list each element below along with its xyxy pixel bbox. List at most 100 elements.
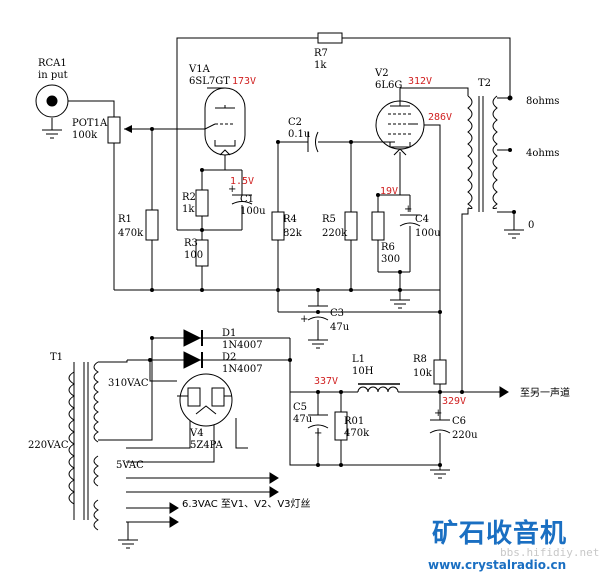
capacitor-c5 — [307, 414, 329, 429]
label-c5-name: C5 — [293, 402, 307, 413]
voltage-rect-out: 337V — [314, 376, 338, 387]
label-pot-name: POT1A — [72, 118, 108, 129]
label-r3-val: 100 — [184, 250, 203, 261]
voltage-v2-screen: 286V — [428, 112, 452, 123]
label-r2-val: 1k — [182, 204, 195, 215]
watermark-url: www.crystalradio.cn — [428, 558, 567, 572]
label-c6-name: C6 — [452, 416, 466, 427]
label-c1-val: 100u — [240, 206, 266, 217]
polarity-c1: + — [228, 184, 236, 195]
rca-input-jack — [35, 84, 69, 118]
label-v2-name: V2 — [374, 68, 389, 79]
polarity-c6: + — [434, 408, 442, 419]
label-tap-0: 0 — [528, 220, 534, 231]
resistor-r2 — [195, 189, 209, 217]
label-r5-val: 220k — [322, 228, 348, 239]
watermark-site: bbs.hifidiy.net — [500, 546, 600, 559]
label-tap-8: 8ohms — [526, 96, 559, 107]
label-v1-name: V1A — [188, 64, 211, 75]
resistor-r6 — [371, 211, 385, 241]
voltage-v2-plate: 312V — [408, 76, 432, 87]
label-r6-val: 300 — [381, 254, 400, 265]
label-d1-name: D1 — [222, 328, 236, 339]
label-c2-name: C2 — [288, 117, 302, 128]
label-r4-name: R4 — [283, 214, 297, 225]
label-r8-val: 10k — [413, 368, 433, 379]
capacitor-c3 — [307, 305, 329, 321]
label-r7-name: R7 — [314, 48, 328, 59]
tube-v1a — [204, 87, 246, 156]
choke-l1 — [357, 383, 400, 393]
label-r1-name: R1 — [118, 214, 132, 225]
capacitor-c6 — [429, 419, 451, 434]
heater-arrows — [169, 386, 509, 528]
label-r8-name: R8 — [413, 354, 427, 365]
label-d1-type: 1N4007 — [222, 340, 263, 351]
power-transformer-t1 — [68, 360, 128, 531]
resistor-r7 — [317, 32, 343, 44]
label-sec-hv: 310VAC — [108, 378, 149, 389]
resistor-r5 — [344, 211, 358, 241]
label-r3-name: R3 — [184, 238, 198, 249]
label-sec-5v: 5VAC — [116, 460, 144, 471]
label-tap-4: 4ohms — [526, 148, 559, 159]
polarity-c3: + — [300, 314, 308, 325]
label-r1-val: 470k — [118, 228, 144, 239]
label-r5-name: R5 — [322, 214, 336, 225]
junction-dots — [148, 96, 516, 467]
resistor-r3 — [195, 239, 209, 267]
capacitor-c2 — [307, 131, 319, 153]
voltage-v2-cathode: 19V — [380, 186, 398, 197]
ground-symbols — [42, 129, 524, 549]
label-v4-type: 5Z4PA — [190, 440, 223, 451]
label-r7-val: 1k — [314, 60, 327, 71]
wires — [51, 37, 515, 540]
label-c4-name: C4 — [415, 214, 429, 225]
label-c3-name: C3 — [330, 308, 344, 319]
tube-v2 — [375, 98, 425, 156]
capacitor-c4 — [399, 214, 421, 227]
label-l1-name: L1 — [352, 354, 365, 365]
capacitor-c1 — [231, 194, 253, 205]
label-l1-val: 10H — [352, 366, 374, 377]
resistor-r01 — [334, 411, 348, 441]
voltage-v1-plate: 173V — [232, 76, 256, 87]
label-r01-val: 470k — [344, 428, 370, 439]
diode-d1 — [183, 329, 210, 347]
resistor-r8 — [433, 359, 447, 385]
label-r4-val: 82k — [283, 228, 303, 239]
label-c4-val: 100u — [415, 228, 441, 239]
label-v2-type: 6L6G — [375, 80, 402, 91]
resistor-r4 — [271, 211, 285, 241]
label-rca-sub: in put — [38, 70, 68, 81]
label-d2-name: D2 — [222, 352, 236, 363]
label-d2-type: 1N4007 — [222, 364, 263, 375]
label-r01-name: R01 — [344, 416, 364, 427]
label-v1-type: 6SL7GT — [189, 76, 230, 87]
resistor-r1 — [145, 209, 159, 241]
label-c6-val: 220u — [452, 430, 478, 441]
label-c2-val: 0.1u — [288, 129, 311, 140]
polarity-c4: + — [404, 204, 412, 215]
label-c3-val: 47u — [330, 322, 350, 333]
label-t2-name: T2 — [478, 78, 491, 89]
label-r2-name: R2 — [182, 192, 196, 203]
label-t1-name: T1 — [50, 352, 63, 363]
diode-d2 — [183, 351, 210, 369]
rectifier-tube-v4 — [177, 373, 233, 427]
voltage-v1-cathode: 1.5V — [230, 176, 254, 187]
polarity-c5: + — [314, 428, 322, 439]
label-c5-val: 47u — [293, 414, 313, 425]
potentiometer-pot1a — [107, 116, 132, 144]
voltage-supply-out: 329V — [442, 396, 466, 407]
label-pot-val: 100k — [72, 130, 98, 141]
label-sec-heater: 6.3VAC 至V1、V2、V3灯丝 — [182, 498, 311, 510]
label-c1-name: C1 — [240, 194, 254, 205]
label-other-channel: 至另一声道 — [520, 386, 570, 399]
output-transformer-t2 — [467, 95, 513, 212]
label-rca-name: RCA1 — [38, 58, 67, 69]
label-r6-name: R6 — [381, 242, 395, 253]
label-primary: 220VAC — [28, 440, 69, 451]
